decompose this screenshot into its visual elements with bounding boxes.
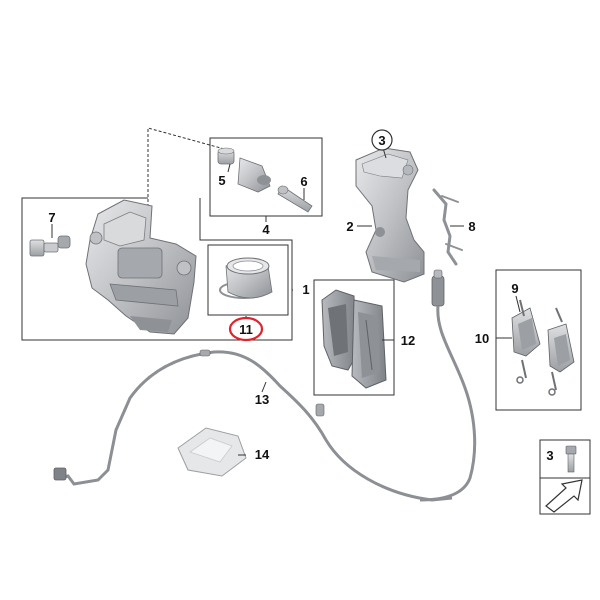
callout-9: 9 (511, 281, 518, 296)
guide-bolt-icon (237, 157, 271, 193)
callout-12: 12 (401, 333, 415, 348)
callout-2: 2 (346, 219, 353, 234)
caliper-group-frame (21, 197, 293, 341)
seal-kit-frame (207, 244, 289, 316)
hex-bolt-icon (565, 445, 577, 473)
callout-10: 10 (475, 331, 489, 346)
callout-4: 4 (262, 222, 270, 237)
pad-wear-sensor-icon (419, 269, 477, 502)
pad-set-frame (313, 279, 395, 396)
callout-14: 14 (255, 447, 270, 462)
callout-3b: 3 (546, 448, 553, 463)
guide-pin-icon (277, 185, 313, 213)
callout-labels: 3 2 4 5 6 7 8 9 10 1 11 12 13 14 3 (48, 129, 554, 463)
rubber-boot-icon (217, 147, 235, 165)
anti-rattle-spring-icon (432, 188, 463, 266)
spring-kit-frame (495, 269, 582, 411)
caliper-housing-icon (85, 199, 197, 335)
grease-sachet-icon (177, 427, 247, 477)
callout-13: 13 (255, 392, 269, 407)
callout-11: 11 (239, 322, 253, 337)
piston-seal-kit-icon (219, 257, 273, 299)
callout-8: 8 (468, 219, 475, 234)
brake-pad-set-icon (321, 289, 387, 389)
highlight-ring (228, 316, 264, 342)
dashed-leader (147, 127, 229, 212)
callout-3-circle (371, 129, 393, 151)
callout-5: 5 (218, 173, 225, 188)
callout-6: 6 (300, 174, 307, 189)
spring-clip-kit-icon (511, 299, 575, 396)
callout-7: 7 (48, 210, 55, 225)
wear-sensor-cable-icon (53, 349, 453, 502)
arrow-icon (545, 479, 583, 513)
leader-lines (51, 147, 521, 456)
callout-1: 1 (302, 282, 309, 297)
bleeder-valve-icon (29, 226, 71, 257)
bolt-info-frame (539, 439, 591, 515)
callout-3: 3 (378, 133, 385, 148)
caliper-carrier-icon (355, 147, 425, 283)
